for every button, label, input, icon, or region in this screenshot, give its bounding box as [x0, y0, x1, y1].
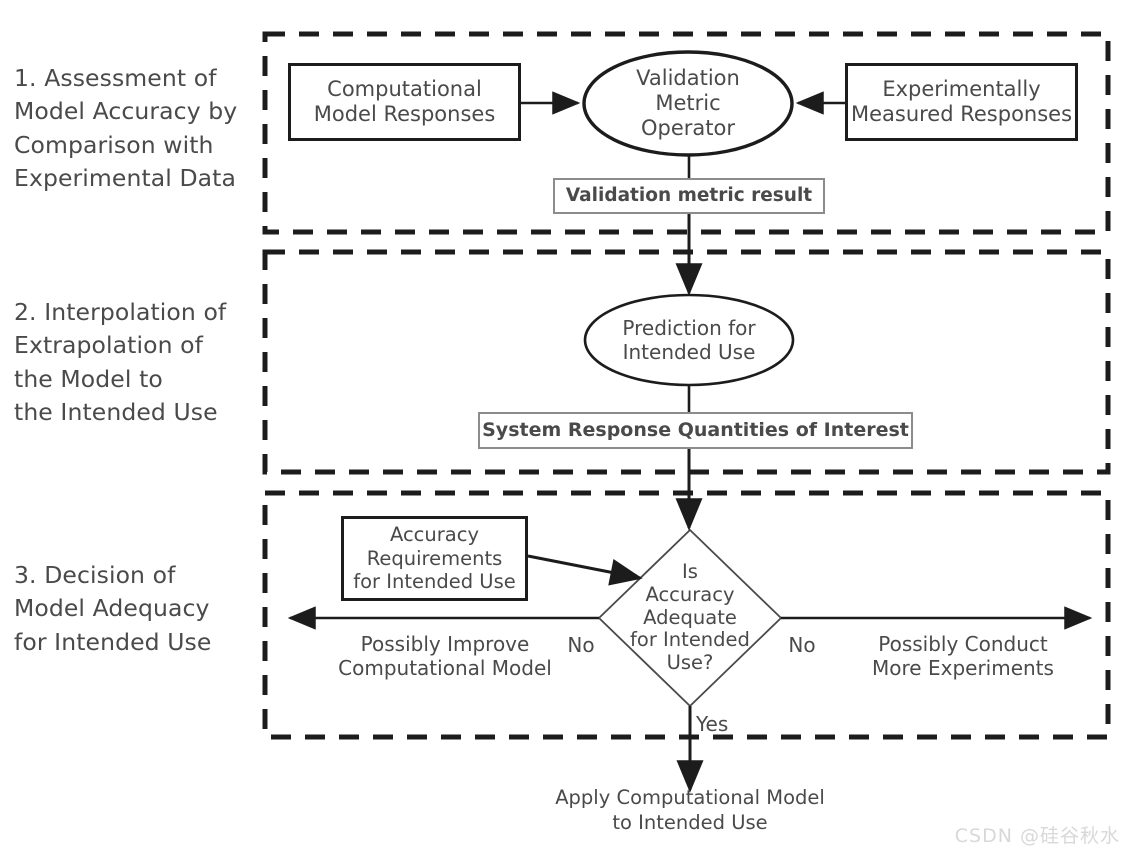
node-computational-model-responses: Computational Model Responses [288, 63, 521, 141]
stage-label-2: 2. Interpolation of Extrapolation of the… [14, 298, 227, 427]
edge-label-no-left: No [567, 633, 595, 657]
node-system-response-quantities: System Response Quantities of Interest [478, 412, 913, 449]
edge-label-possibly-conduct: Possibly Conduct More Experiments [872, 632, 1054, 680]
stage-1-boundary [262, 31, 1111, 235]
edge-requirements-to-decision [527, 554, 643, 586]
prediction-for-intended-use-ellipse [583, 293, 795, 387]
validation-metric-operator-ellipse [582, 50, 794, 157]
node-validation-metric-result: Validation metric result [553, 178, 825, 214]
csdn-watermark: CSDN @硅谷秋水 [954, 825, 1120, 847]
stage-2-boundary [262, 249, 1111, 475]
node-accuracy-requirements: Accuracy Requirements for Intended Use [341, 516, 528, 601]
edge-label-yes: Yes [696, 712, 729, 736]
node-experimentally-measured-responses: Experimentally Measured Responses [845, 63, 1078, 141]
stage-label-3: 3. Decision of Model Adequacy for Intend… [14, 561, 212, 656]
edge-label-possibly-improve: Possibly Improve Computational Model [338, 632, 552, 680]
decision-diamond-shape [597, 528, 783, 708]
stage-3-boundary [262, 490, 1111, 740]
edge-label-no-right: No [788, 633, 816, 657]
stage-label-1: 1. Assessment of Model Accuracy by Compa… [14, 64, 238, 193]
node-apply-computational-model: Apply Computational Model to Intended Us… [555, 786, 825, 834]
